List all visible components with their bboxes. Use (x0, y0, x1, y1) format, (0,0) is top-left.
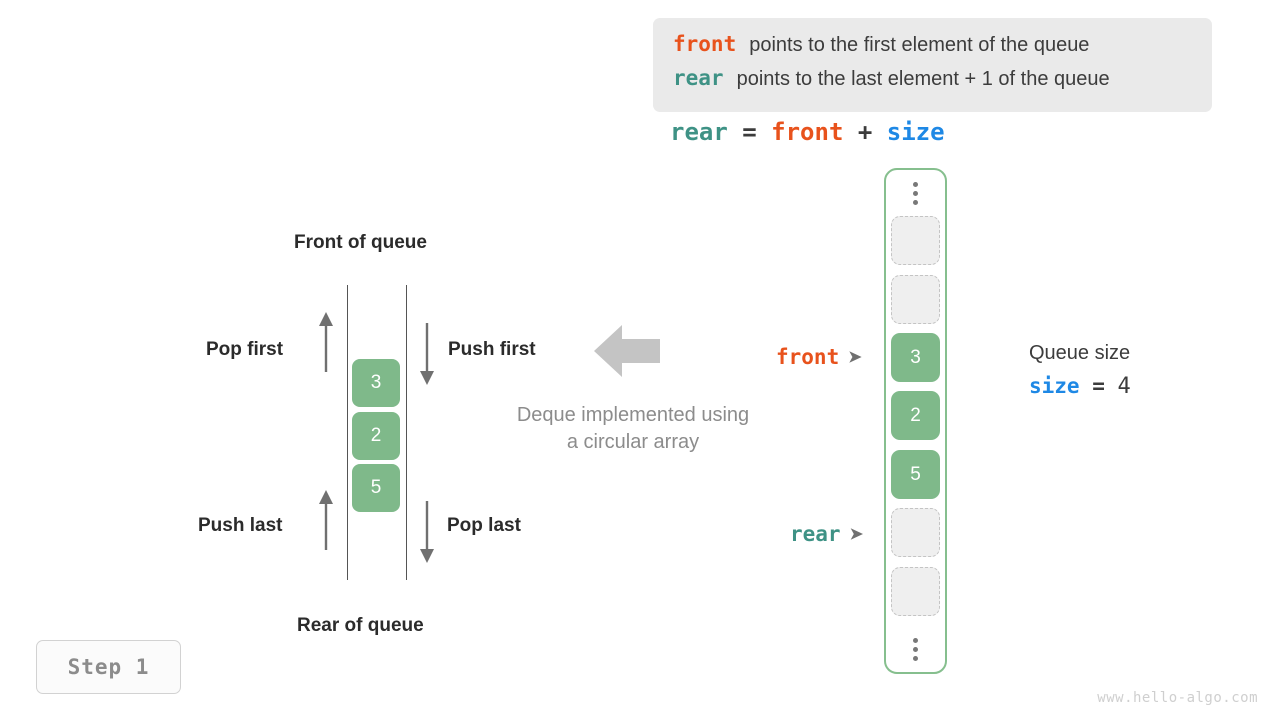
formula-front: front (771, 118, 844, 146)
queue-size-title: Queue size (1029, 342, 1131, 364)
formula-size: size (886, 118, 945, 146)
pointer-rear-label: rear (790, 522, 841, 546)
pointer-arrow-icon: ➤ (849, 526, 863, 543)
arrow-down-pop-last (420, 501, 434, 563)
pointer-arrow-icon: ➤ (848, 349, 862, 366)
pointer-front: front ➤ (776, 345, 862, 369)
legend-box: front points to the first element of the… (653, 18, 1212, 112)
pointer-front-label: front (776, 345, 840, 369)
queue-size-value: size = 4 (1029, 374, 1131, 399)
deque-cell: 3 (352, 359, 400, 407)
caption-line-1: Deque implemented using (516, 404, 750, 426)
arrow-up-pop-first (319, 312, 333, 372)
deque-rail-right (406, 285, 407, 580)
label-pop-last: Pop last (447, 515, 521, 536)
array-slot-empty (891, 567, 940, 616)
queue-size-block: Queue size size = 4 (1029, 342, 1131, 399)
queue-size-number: 4 (1117, 374, 1131, 399)
step-badge: Step 1 (36, 640, 181, 694)
queue-size-var: size (1029, 374, 1080, 398)
deque-cell: 2 (352, 412, 400, 460)
deque-rail-left (347, 285, 348, 580)
vertical-ellipsis-icon (886, 170, 945, 216)
array-slot-empty (891, 216, 940, 265)
circular-array-container: 3 2 5 (884, 168, 947, 674)
deque-title-front: Front of queue (294, 232, 427, 253)
deque-title-rear: Rear of queue (297, 615, 424, 636)
array-slot-filled: 5 (891, 450, 940, 499)
queue-size-equals: = (1092, 374, 1105, 398)
diagram-caption: Deque implemented using a circular array (492, 402, 774, 456)
formula-plus: + (857, 118, 873, 146)
watermark: www.hello-algo.com (1097, 690, 1258, 706)
formula-rear: rear (670, 118, 728, 146)
legend-line-rear: rear points to the last element + 1 of t… (673, 66, 1192, 100)
label-pop-first: Pop first (206, 339, 284, 360)
legend-line-front: front points to the first element of the… (673, 32, 1192, 66)
arrow-up-push-last (319, 490, 333, 550)
legend-text-rear: points to the last element + 1 of the qu… (736, 68, 1110, 90)
legend-keyword-front: front (673, 32, 737, 56)
vertical-ellipsis-icon (886, 626, 945, 672)
array-slot-empty (891, 508, 940, 557)
formula-expression: rear = front + size (670, 118, 945, 146)
formula-equals: = (742, 118, 757, 146)
left-arrow-icon (594, 325, 660, 377)
label-push-last: Push last (198, 515, 283, 536)
array-slot-filled: 3 (891, 333, 940, 382)
arrow-down-push-first (420, 323, 434, 385)
array-slot-filled: 2 (891, 391, 940, 440)
deque-cell: 5 (352, 464, 400, 512)
caption-line-2: a circular array (566, 431, 700, 453)
pointer-rear: rear ➤ (790, 522, 863, 546)
array-slot-empty (891, 275, 940, 324)
legend-text-front: points to the first element of the queue (749, 34, 1090, 56)
label-push-first: Push first (448, 339, 536, 360)
legend-keyword-rear: rear (673, 66, 724, 90)
